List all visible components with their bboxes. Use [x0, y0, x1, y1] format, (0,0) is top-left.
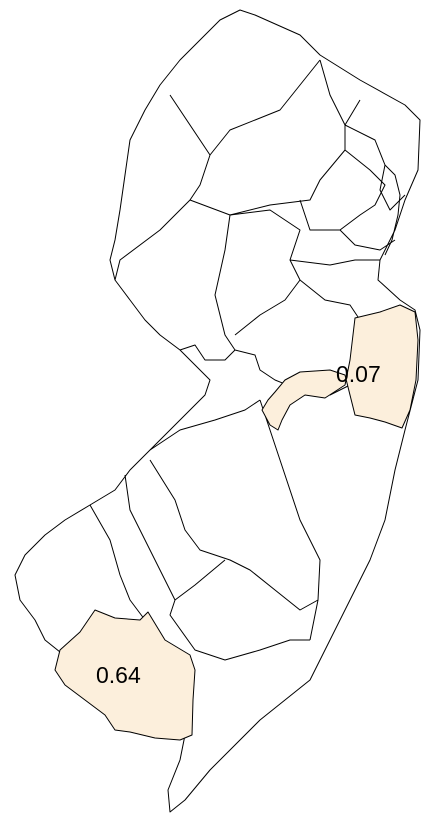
region-value-label-east: 0.07 [336, 361, 381, 387]
county-boundary-burlington [149, 399, 321, 641]
region-value-label-southwest: 0.64 [96, 662, 141, 688]
county-boundary-somerset [229, 209, 301, 336]
county-boundary-camden [149, 459, 319, 611]
county-boundary-north-1 [169, 59, 321, 156]
county-boundary-middlesex [289, 259, 380, 321]
county-boundary-essex [339, 229, 396, 251]
county-boundary-salem-gloucester [89, 504, 146, 621]
region-southwest-county [54, 609, 196, 741]
county-boundary-north-3 [319, 59, 406, 211]
county-boundary-north-2 [189, 99, 361, 216]
county-boundary-northeast [299, 149, 386, 231]
county-boundary-gloucester [124, 474, 226, 601]
county-boundary-atlantic [169, 599, 310, 661]
region-east-county [261, 304, 419, 431]
county-boundary-west-central [114, 199, 191, 281]
